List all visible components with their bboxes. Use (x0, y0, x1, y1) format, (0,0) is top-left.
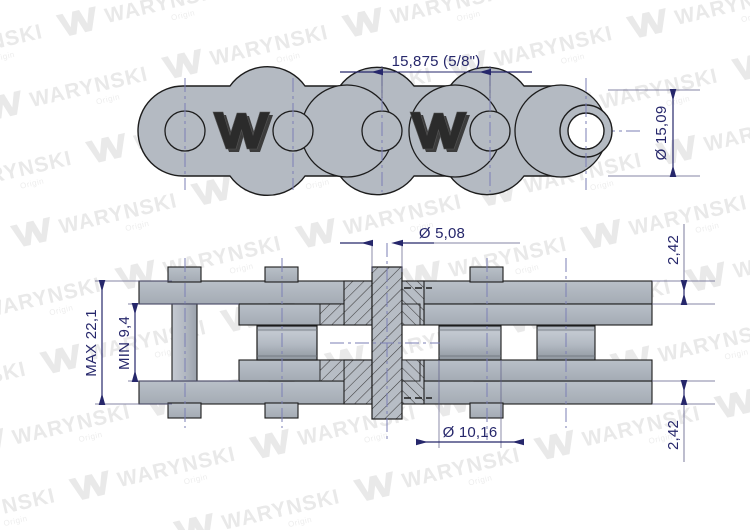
section-sleeve-bottom (401, 359, 421, 382)
inner-plate-top-right (423, 303, 653, 326)
brand-logo-right (409, 111, 470, 152)
dim-roller-diameter-label: Ø 15,09 (653, 106, 670, 161)
roller-2 (438, 325, 502, 361)
dim-roller-dia-label: Ø 10,16 (443, 424, 498, 441)
section-plate-bottom-left (343, 359, 373, 405)
outer-plate-top-right (420, 280, 653, 305)
dim-plate-thickness-top-label: 2,42 (665, 235, 682, 265)
cross-section-view-group: MAX 22,1 MIN 9,4 Ø 5,08 Ø 10,16 2,42 (83, 224, 715, 462)
section-wedge-top (319, 303, 345, 326)
dim-max-width-label: MAX 22,1 (83, 309, 100, 376)
dim-pitch-label: 15,875 (5/8") (392, 53, 481, 70)
section-sleeve-top (401, 303, 421, 326)
section-wedge-bottom (319, 359, 345, 382)
outer-plate-bottom-right (420, 380, 653, 405)
roller-1 (256, 325, 318, 361)
section-plate-top-left (343, 280, 373, 326)
inner-plate-bottom-right (423, 359, 653, 382)
dim-pin-diameter-label: Ø 5,08 (419, 225, 465, 242)
dim-plate-thickness-bottom-label: 2,42 (665, 420, 682, 450)
roller-1-b (256, 325, 318, 361)
brand-logo-left (212, 111, 273, 152)
plan-view-group: 15,875 (5/8") Ø 15,09 (137, 53, 700, 197)
dim-min-width-label: MIN 9,4 (116, 316, 133, 370)
